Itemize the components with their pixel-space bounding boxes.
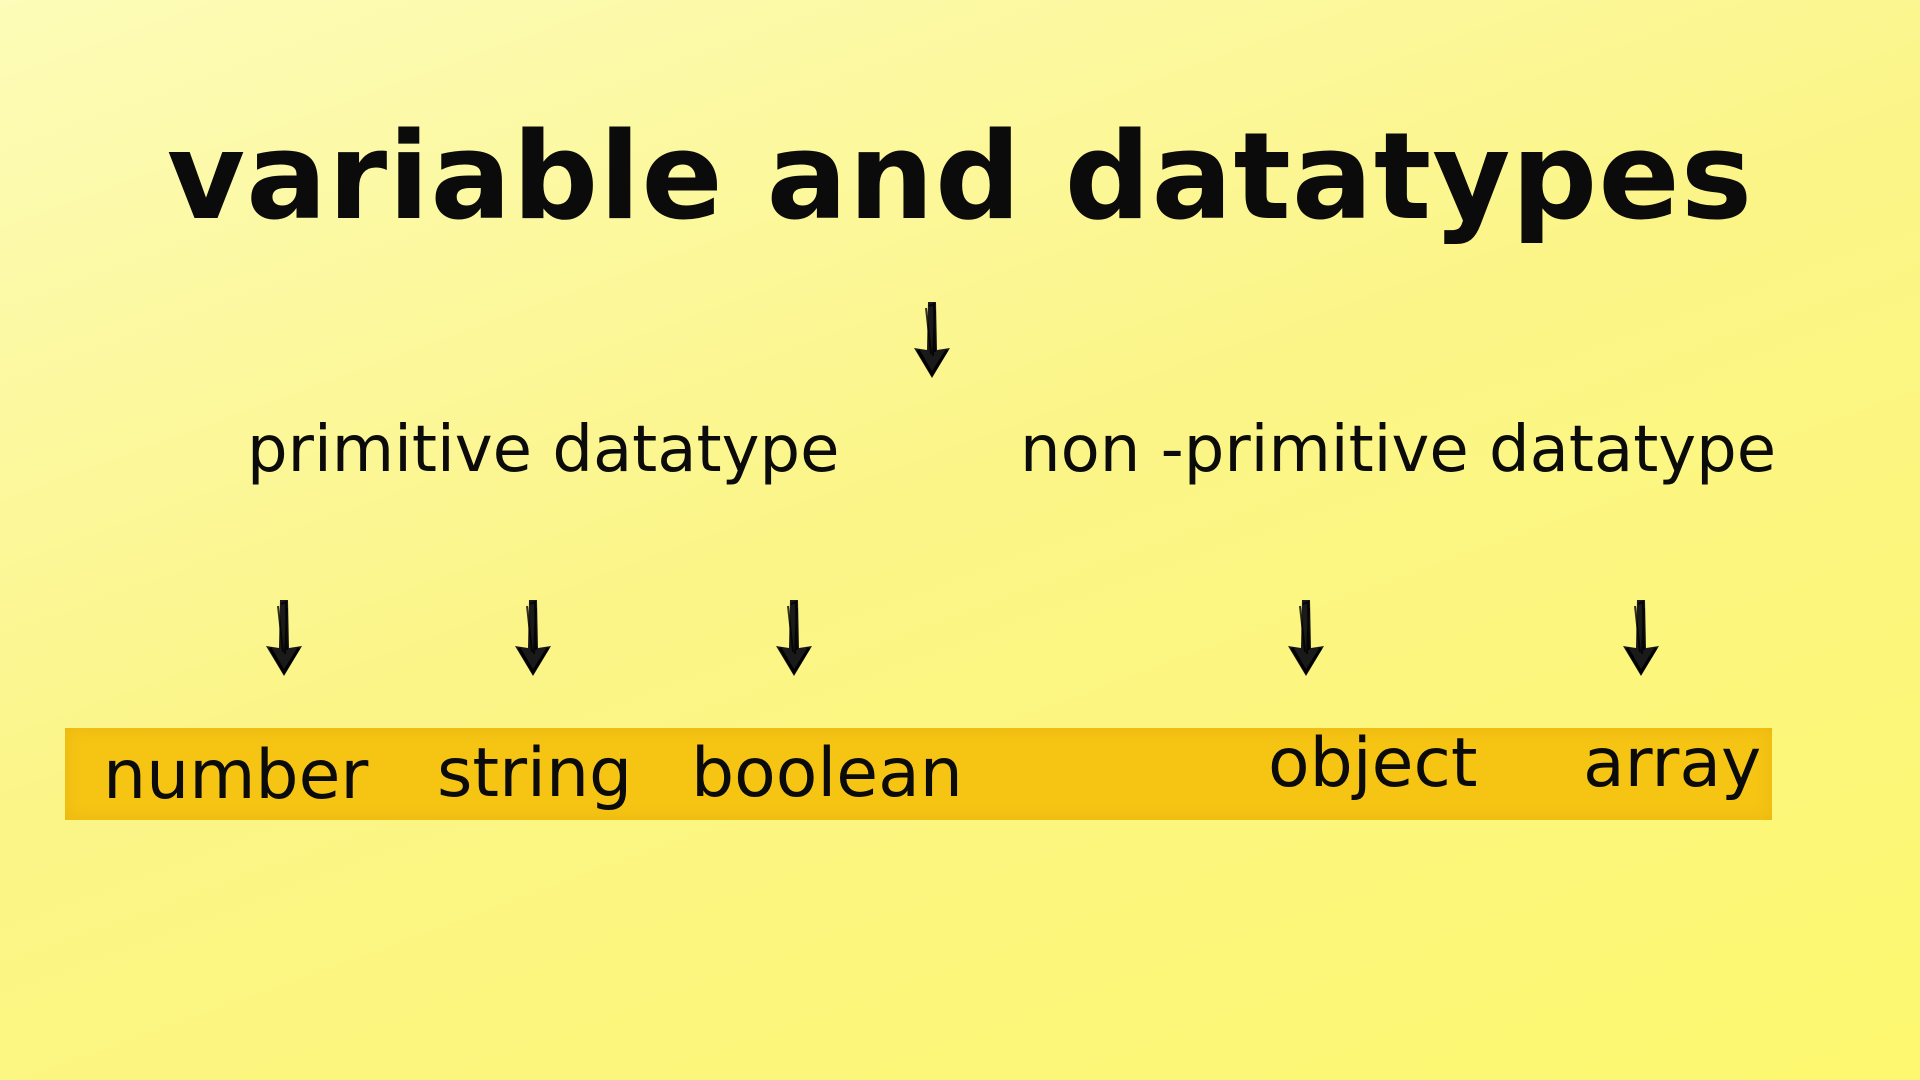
leaf-string: string	[437, 734, 633, 813]
leaf-object: object	[1268, 724, 1478, 803]
leaf-boolean: boolean	[691, 734, 963, 813]
leaf-number: number	[103, 736, 369, 815]
category-non-primitive-datatype: non -primitive datatype	[1020, 413, 1777, 487]
object-down-arrow-icon	[1278, 598, 1334, 678]
leaf-array: array	[1583, 724, 1762, 803]
root-down-arrow-icon	[904, 300, 960, 380]
number-down-arrow-icon	[256, 598, 312, 678]
array-down-arrow-icon	[1613, 598, 1669, 678]
category-primitive-datatype: primitive datatype	[247, 413, 840, 487]
diagram-title: variable and datatypes	[166, 108, 1754, 247]
boolean-down-arrow-icon	[766, 598, 822, 678]
string-down-arrow-icon	[505, 598, 561, 678]
leaf-highlight-band	[65, 728, 1772, 820]
